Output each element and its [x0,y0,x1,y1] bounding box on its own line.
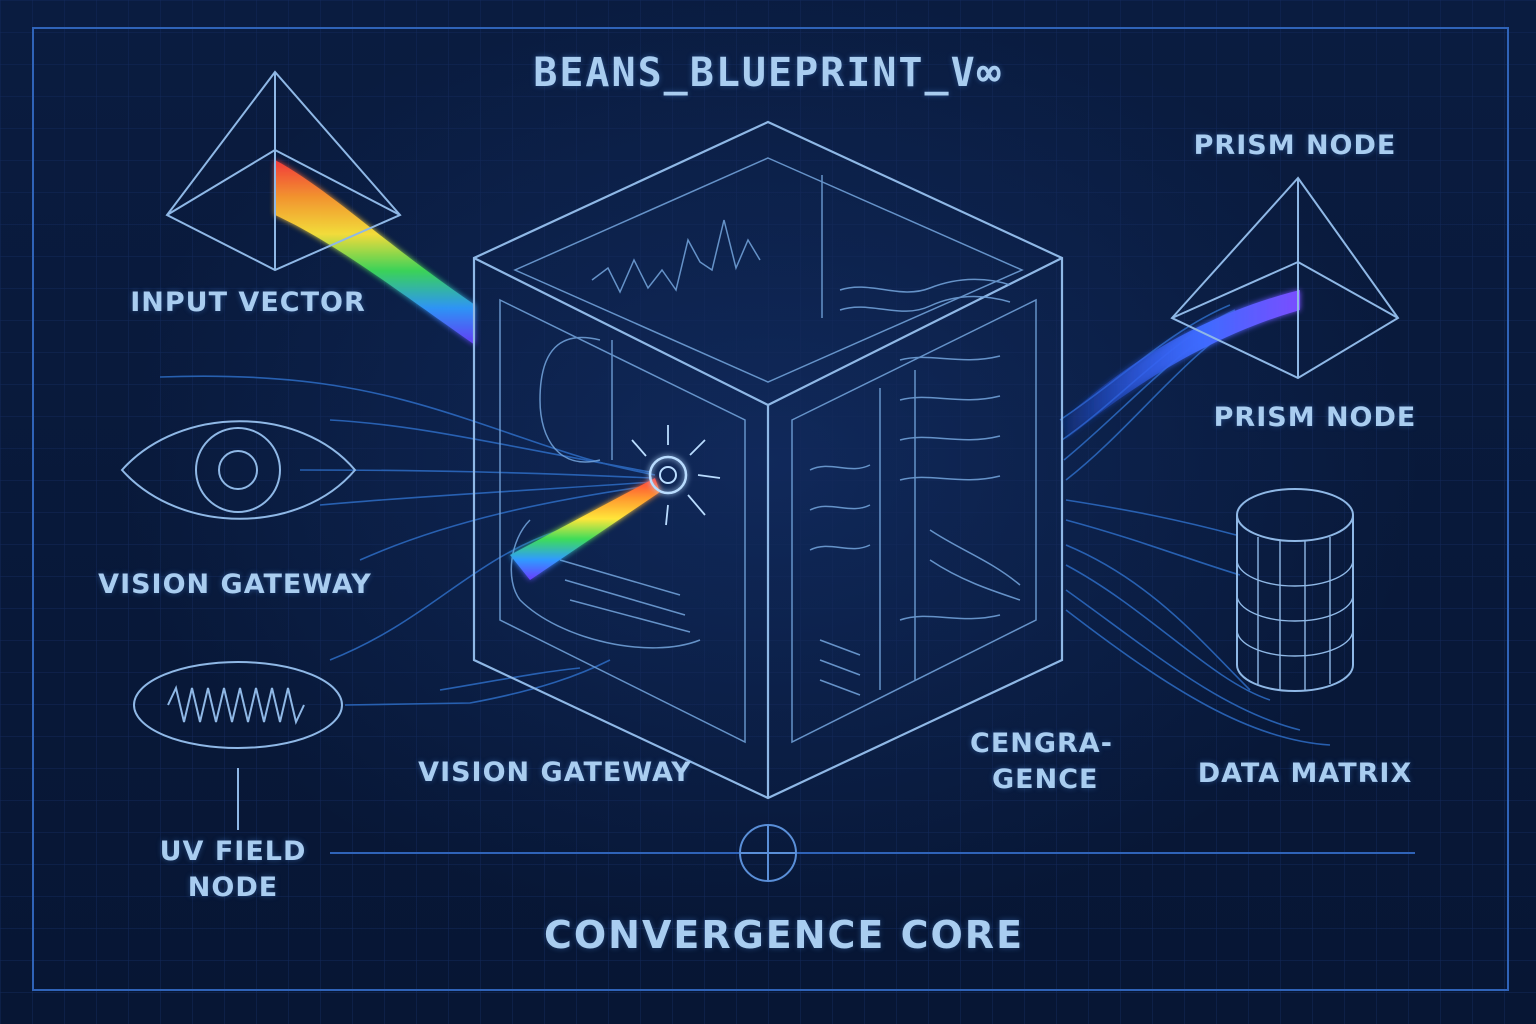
rainbow-beam-left [275,160,475,345]
core-beam [510,425,721,580]
label-data-matrix: DATA MATRIX [1197,758,1413,789]
data-matrix-cylinder [1236,488,1354,692]
page-title: BEANS_BLUEPRINT_V∞ [533,50,1003,96]
vision-eye-icon [120,420,357,520]
label-convergence-core: CONVERGENCE CORE [543,913,1025,957]
label-uv-field-node: UV FIELD NODE [130,834,336,907]
label-vision-gateway-bottom: VISION GATEWAY [418,757,692,788]
label-input-vector: INPUT VECTOR [130,287,366,318]
label-cengragence-line2: GENCE [992,764,1099,796]
prism-node [1062,176,1400,440]
input-prism [165,70,475,345]
crosshair-icon [739,824,797,882]
label-cengragence: CENGRA- GENCE [970,726,1130,799]
label-cengragence-line1: CENGRA- [970,728,1113,759]
label-uv-field-line2: NODE [187,872,279,904]
convergence-cube [472,120,1064,800]
uv-waveform-icon [133,661,343,830]
cube-internals [499,157,1037,744]
blueprint-frame [32,27,1509,991]
label-vision-gateway-left: VISION GATEWAY [98,569,372,600]
label-uv-field-line1: UV FIELD [159,836,307,867]
label-prism-node-bottom: PRISM NODE [1213,402,1417,433]
label-prism-node-top: PRISM NODE [1193,130,1397,161]
